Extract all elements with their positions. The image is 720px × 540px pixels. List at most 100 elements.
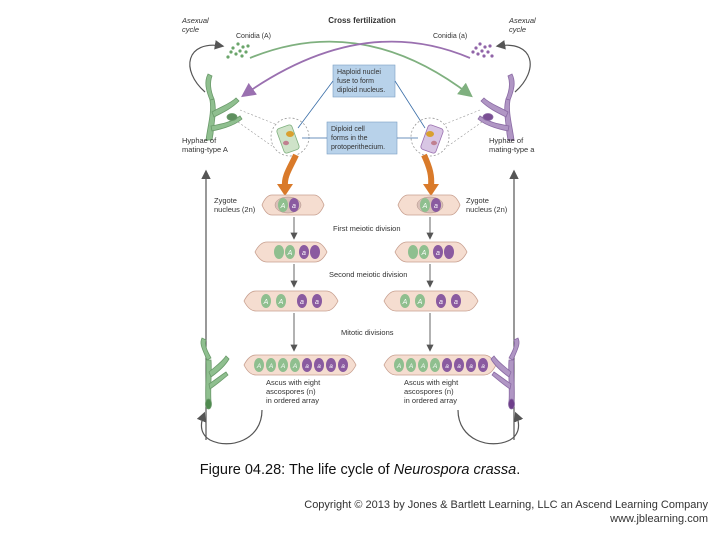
conidia-left-label: Conidia (A): [236, 33, 271, 40]
haploid-info-box: [332, 64, 396, 98]
allele-A: A: [256, 363, 261, 370]
allele-a: a: [445, 363, 449, 370]
zygote-right-label-2: nucleus (2n): [466, 205, 508, 214]
hyphae-left-label-2: mating-type A: [182, 145, 228, 154]
allele-a: a: [341, 363, 345, 370]
haploid-box-line-2: fuse to form: [337, 78, 374, 85]
orange-arrow-left-head: [277, 184, 293, 196]
copyright-notice: Copyright © 2013 by Jones & Bartlett Lea…: [304, 499, 708, 526]
germination-arrow-right: [457, 409, 524, 445]
allele-A: A: [432, 363, 437, 370]
allele-A: A: [280, 203, 286, 210]
allele-A: A: [421, 250, 427, 257]
orange-arrow-right-head: [423, 184, 439, 196]
hypha-left-bottom-icon: [200, 337, 230, 410]
asexual-cycle-arrow-left: [189, 40, 225, 93]
caption-prefix: Figure 04.28: The life cycle of: [199, 462, 394, 478]
ascus-right-label-1: Ascus with eight: [404, 378, 459, 387]
allele-A: A: [280, 363, 285, 370]
allele-a: a: [302, 250, 306, 257]
neurospora-life-cycle-diagram: Asexual cycle Asexual cycle Cross fertil…: [181, 16, 537, 445]
asexual-cycle-right-label-1: Asexual: [508, 16, 536, 25]
allele-a: a: [469, 363, 473, 370]
asexual-cycle-left-label-2: cycle: [182, 25, 199, 34]
copyright-url: www.jblearning.com: [610, 512, 708, 525]
allele-A: A: [396, 363, 401, 370]
allele-a: a: [329, 363, 333, 370]
haploid-box-line-3: diploid nucleus.: [337, 87, 385, 94]
haploid-pointer-left: [297, 80, 334, 129]
asexual-cycle-left-label-1: Asexual: [181, 16, 209, 25]
hypha-right-top-icon: [477, 73, 515, 141]
allele-a: a: [317, 363, 321, 370]
allele-a: a: [300, 299, 304, 306]
diploid-box-line-1: Diploid cell: [331, 126, 365, 133]
first-meiosis-ascus-right: A a: [394, 241, 468, 263]
allele-a: a: [292, 203, 296, 210]
asexual-cycle-right-label-2: cycle: [509, 25, 526, 34]
allele-A: A: [263, 299, 269, 306]
hypha-left-top-icon: [205, 73, 243, 141]
allele-a: a: [434, 203, 438, 210]
first-meiotic-division-label: First meiotic division: [333, 224, 401, 233]
hypha-right-bottom-icon: [490, 337, 520, 410]
zoom-line-left-2: [237, 121, 273, 147]
orange-arrow-left-shaft: [281, 153, 299, 187]
zygote-left-label-1: Zygote: [214, 196, 237, 205]
cross-fertilization-arc-purple: [241, 40, 471, 98]
asexual-cycle-arrow-right: [495, 40, 531, 93]
hyphae-left-label-1: Hyphae of: [182, 136, 217, 145]
allele-a: a: [315, 299, 319, 306]
allele-A: A: [292, 363, 297, 370]
orange-arrow-right-shaft: [421, 153, 435, 187]
ascus-left-label-3: in ordered array: [266, 396, 319, 405]
hyphae-right-label-2: mating-type a: [489, 145, 535, 154]
allele-a: a: [305, 363, 309, 370]
zygote-left-label-2: nucleus (2n): [214, 205, 256, 214]
allele-a: a: [457, 363, 461, 370]
ascus-left-label-1: Ascus with eight: [266, 378, 321, 387]
haploid-pointer-right: [394, 80, 426, 129]
allele-A: A: [422, 203, 428, 210]
second-meiosis-ascus-left: A A a a: [243, 290, 339, 312]
zygote-ascus-left: A a: [261, 194, 325, 216]
second-meiotic-division-label: Second meiotic division: [329, 270, 407, 279]
first-meiosis-ascus-left: A a: [254, 241, 328, 263]
diploid-box-line-3: protoperithecium.: [331, 144, 385, 151]
allele-a: a: [481, 363, 485, 370]
allele-A: A: [408, 363, 413, 370]
diploid-info-box: [326, 121, 398, 155]
mitotic-divisions-label: Mitotic divisions: [341, 328, 394, 337]
zoom-line-right-2: [447, 121, 483, 147]
conidia-left-dots: [226, 42, 250, 59]
germination-arrow-left: [196, 409, 263, 445]
conidia-right-dots: [471, 42, 494, 58]
protoperithecium-cell-right: [420, 124, 444, 154]
ascus-left-label-2: ascospores (n): [266, 387, 316, 396]
caption-species: Neurospora crassa: [393, 462, 517, 478]
allele-a: a: [439, 299, 443, 306]
allele-A: A: [278, 299, 284, 306]
allele-A: A: [417, 299, 423, 306]
final-ascus-left: A A A A a a a a: [243, 354, 357, 376]
allele-A: A: [287, 250, 293, 257]
haploid-box-line-1: Haploid nuclei: [337, 69, 381, 76]
allele-A: A: [268, 363, 273, 370]
zygote-ascus-right: A a: [397, 194, 461, 216]
allele-a: a: [436, 250, 440, 257]
figure-caption: Figure 04.28: The life cycle of Neurospo…: [0, 462, 720, 478]
allele-A: A: [420, 363, 425, 370]
copyright-line: Copyright © 2013 by Jones & Bartlett Lea…: [304, 499, 708, 511]
zygote-right-label-1: Zygote: [466, 196, 489, 205]
diploid-box-line-2: forms in the: [331, 135, 368, 142]
final-ascus-right: A A A A a a a a: [383, 354, 497, 376]
second-meiosis-ascus-right: A A a a: [383, 290, 479, 312]
conidia-right-label: Conidia (a): [433, 33, 467, 40]
caption-suffix: .: [516, 462, 521, 478]
ascus-right-label-2: ascospores (n): [404, 387, 454, 396]
ascus-right-label-3: in ordered array: [404, 396, 457, 405]
allele-a: a: [454, 299, 458, 306]
protoperithecium-cell-left: [276, 124, 300, 154]
hyphae-right-label-1: Hyphae of: [489, 136, 524, 145]
cross-fertilization-label: Cross fertilization: [328, 16, 396, 25]
